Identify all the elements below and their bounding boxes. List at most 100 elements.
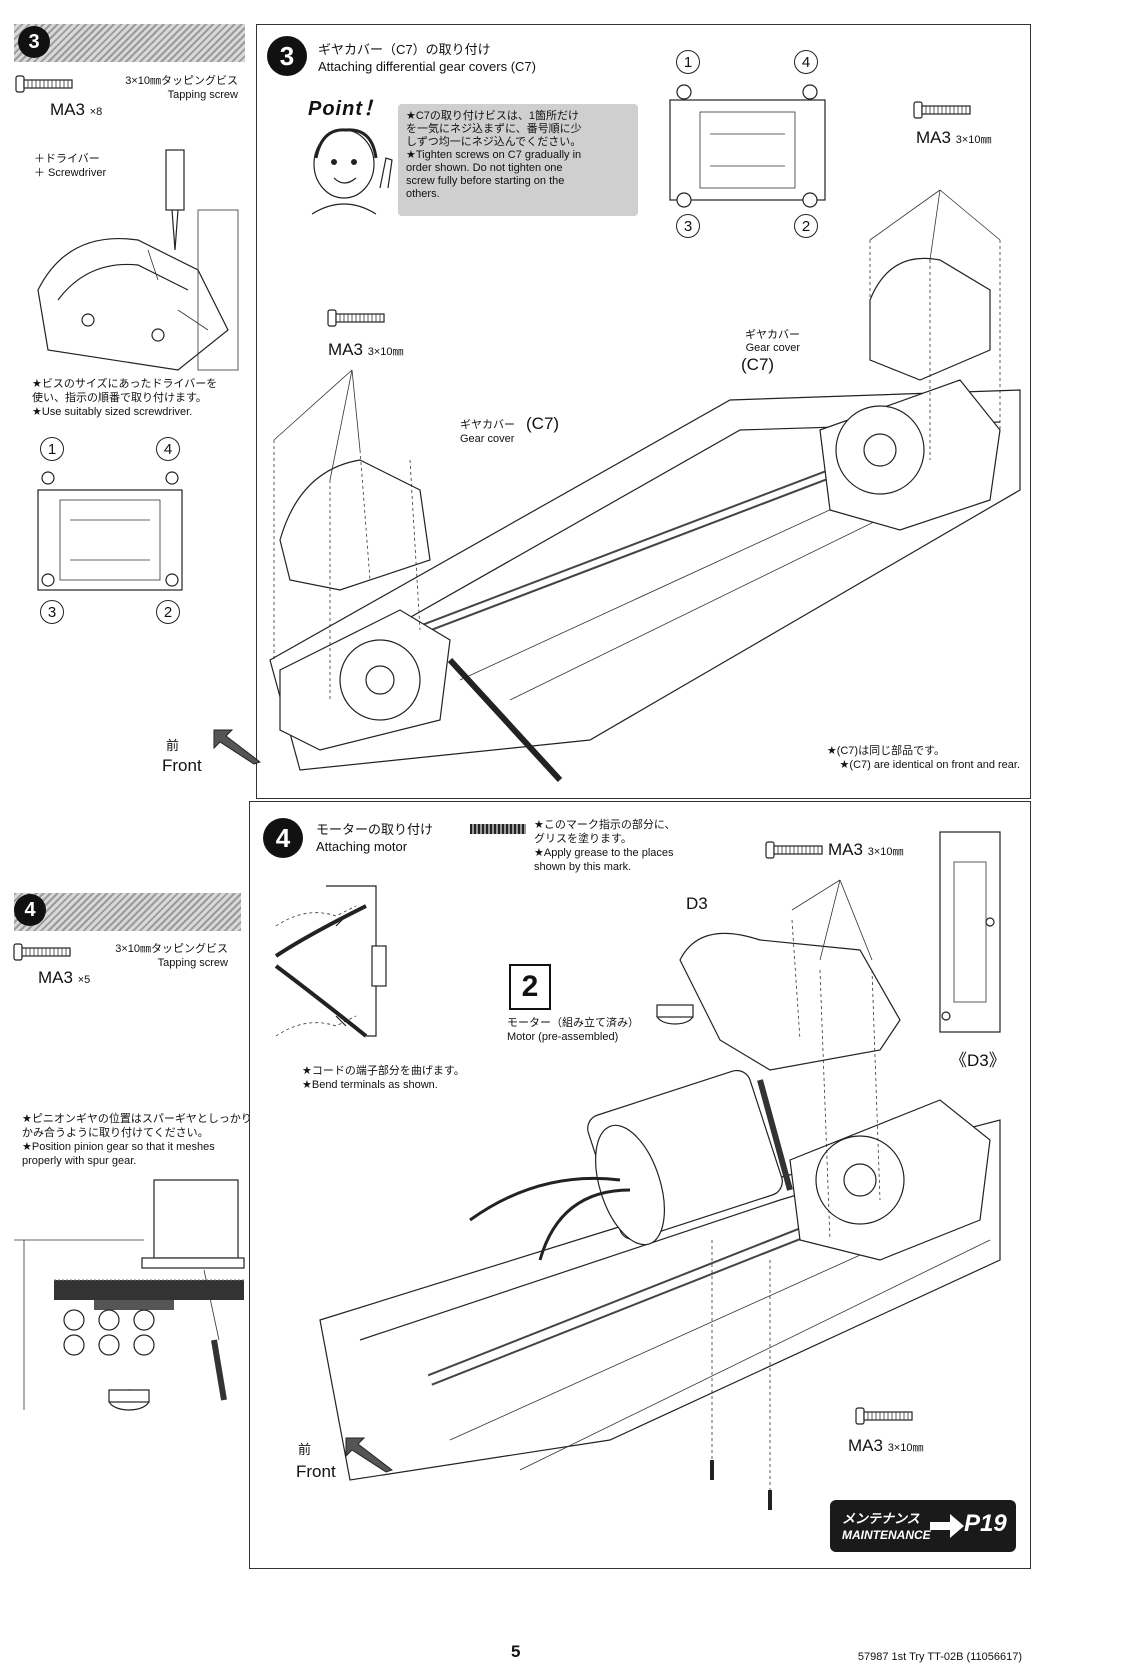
- screw-name: MA3: [50, 100, 85, 119]
- identical-note-en: ★(C7) are identical on front and rear.: [839, 759, 1020, 771]
- step4-title-ja: モーターの取り付け: [316, 822, 434, 837]
- order-number-2: 2: [156, 600, 180, 624]
- step3-panel: [256, 24, 1031, 799]
- driver-note-en: ★Use suitably sized screwdriver.: [32, 406, 193, 418]
- part-d3-label: D3: [686, 894, 708, 913]
- grease-mark-icon: [470, 824, 526, 834]
- maintenance-badge[interactable]: メンテナンス MAINTENANCE P19: [830, 1500, 1016, 1552]
- screw-size: 3×10㎜: [867, 846, 904, 858]
- screw-size: 3×10㎜: [367, 346, 404, 358]
- step4-panel: [249, 801, 1031, 1569]
- motor-bag-box: 2: [509, 964, 551, 1010]
- motor-label-en: Motor (pre-assembled): [507, 1031, 619, 1043]
- screw-left-label: MA3 3×10㎜: [328, 340, 403, 360]
- screw-bottom-label: MA3 3×10㎜: [848, 1436, 923, 1456]
- screw-icon-right: [913, 101, 971, 119]
- maintenance-page: P19: [964, 1510, 1007, 1537]
- screw-order-diagram: [37, 471, 183, 591]
- pinion-note-en-2: properly with spur gear.: [22, 1155, 137, 1167]
- gear-cover-ja-right: ギヤカバー: [745, 329, 800, 341]
- maintenance-ja: メンテナンス: [842, 1511, 920, 1526]
- step4-front-ja: 前: [298, 1442, 312, 1457]
- step3-title-en: Attaching differential gear covers (C7): [318, 59, 536, 74]
- order-number-1: 1: [40, 437, 64, 461]
- screw-icon-top: [765, 841, 823, 859]
- driver-note-ja-1: ★ビスのサイズにあったドライバーを: [32, 378, 218, 390]
- screw-size: 3×10㎜: [955, 134, 992, 146]
- point-en-2: order shown. Do not tighten one: [406, 162, 563, 174]
- gear-cover-code-right: (C7): [741, 355, 775, 374]
- front-arrow-icon: [345, 1437, 394, 1473]
- front-label-ja: 前: [166, 738, 180, 753]
- step4-title-en: Attaching motor: [316, 839, 408, 854]
- terminal-bend-illustration: [274, 885, 387, 1038]
- step3-order-3: 3: [676, 214, 700, 238]
- step3-order-2: 2: [794, 214, 818, 238]
- d3-part-detail: [939, 831, 1001, 1033]
- screw-name: MA3: [848, 1436, 883, 1455]
- identical-note-ja: ★(C7)は同じ部品です。: [826, 745, 945, 757]
- maintenance-en: MAINTENANCE: [842, 1528, 931, 1542]
- front-label-en: Front: [162, 756, 202, 775]
- gear-cover-en-right: Gear cover: [745, 342, 800, 354]
- screw-icon-bottom: [855, 1407, 913, 1425]
- point-ja-2: を一気にネジ込まずに、番号順に少: [406, 123, 582, 135]
- screwdriver-diff-illustration: [37, 149, 239, 371]
- front-arrow-icon: [213, 729, 262, 765]
- grease-note-en-1: ★Apply grease to the places: [534, 847, 674, 859]
- tapping-screw-icon: [15, 75, 73, 93]
- point-en-1: ★Tighten screws on C7 gradually in: [406, 149, 582, 161]
- driver-label-en: ＋ Screwdriver: [34, 167, 107, 179]
- point-ja-3: しずつ均一にネジ込んでください。: [406, 136, 582, 148]
- pinion-mesh-illustration: [14, 1179, 245, 1411]
- screw-name: MA3: [916, 128, 951, 147]
- gear-cover-code-left: (C7): [526, 414, 560, 433]
- left-step3-screw-name: MA3 ×8: [50, 100, 102, 120]
- page-number: 5: [511, 1642, 521, 1661]
- left-step4-screw-desc-ja: 3×10㎜タッピングビス: [115, 943, 228, 955]
- pinion-note-ja-2: かみ合うように取り付けてください。: [22, 1127, 209, 1139]
- step3-order-1: 1: [676, 50, 700, 74]
- step3-number: 3: [267, 36, 307, 76]
- driver-label-ja: ＋ドライバー: [34, 153, 100, 165]
- point-character-icon: [311, 128, 393, 215]
- order-number-3: 3: [40, 600, 64, 624]
- screw-icon-left: [327, 309, 385, 327]
- chassis-step3-illustration: [269, 189, 1021, 783]
- screw-qty: ×5: [77, 974, 91, 986]
- pinion-note-ja-1: ★ピニオンギヤの位置はスパーギヤとしっかり: [22, 1113, 252, 1125]
- grease-note-ja-1: ★このマーク指示の部分に、: [534, 819, 676, 831]
- order-number-4: 4: [156, 437, 180, 461]
- screw-top-label: MA3 3×10㎜: [828, 840, 903, 860]
- left-step4-screw-name: MA3 ×5: [38, 968, 90, 988]
- point-ja-1: ★C7の取り付けビスは、1箇所だけ: [406, 110, 580, 122]
- point-note: ★C7の取り付けビスは、1箇所だけ を一気にネジ込まずに、番号順に少 しずつ均一…: [398, 104, 638, 216]
- screw-size: 3×10㎜: [887, 1442, 924, 1454]
- screw-name: MA3: [828, 840, 863, 859]
- point-en-3: screw fully before starting on the: [406, 175, 565, 187]
- tapping-screw-icon: [13, 943, 71, 961]
- left-step4-screw-desc-en: Tapping screw: [157, 957, 228, 969]
- step3-order-4: 4: [794, 50, 818, 74]
- left-step3-header-bar: [14, 24, 245, 62]
- part-d3-detail-label: 《D3》: [950, 1051, 1006, 1070]
- left-step3-number: 3: [18, 26, 50, 58]
- grease-note-en-2: shown by this mark.: [534, 861, 632, 873]
- left-step4-header-bar: [14, 893, 241, 931]
- screw-right-label: MA3 3×10㎜: [916, 128, 991, 148]
- left-step3-screw-desc-en: Tapping screw: [167, 89, 238, 101]
- screw-qty: ×8: [89, 106, 103, 118]
- arrow-right-icon: [930, 1514, 964, 1538]
- motor-bag-number: 2: [521, 970, 539, 1003]
- step3-title-ja: ギヤカバー（C7）の取り付け: [318, 42, 491, 57]
- screw-name: MA3: [328, 340, 363, 359]
- driver-note-ja-2: 使い、指示の順番で取り付けます。: [32, 392, 207, 404]
- bend-note-en: ★Bend terminals as shown.: [302, 1079, 438, 1091]
- left-step4-number: 4: [14, 894, 46, 926]
- point-en-4: others.: [406, 188, 440, 200]
- motor-label-ja: モーター（組み立て済み）: [507, 1017, 639, 1029]
- grease-note-ja-2: グリスを塗ります。: [534, 833, 632, 845]
- chassis-step4-illustration: [319, 879, 1001, 1510]
- step4-front-en: Front: [296, 1462, 336, 1481]
- step3-order-diagram: [669, 84, 826, 208]
